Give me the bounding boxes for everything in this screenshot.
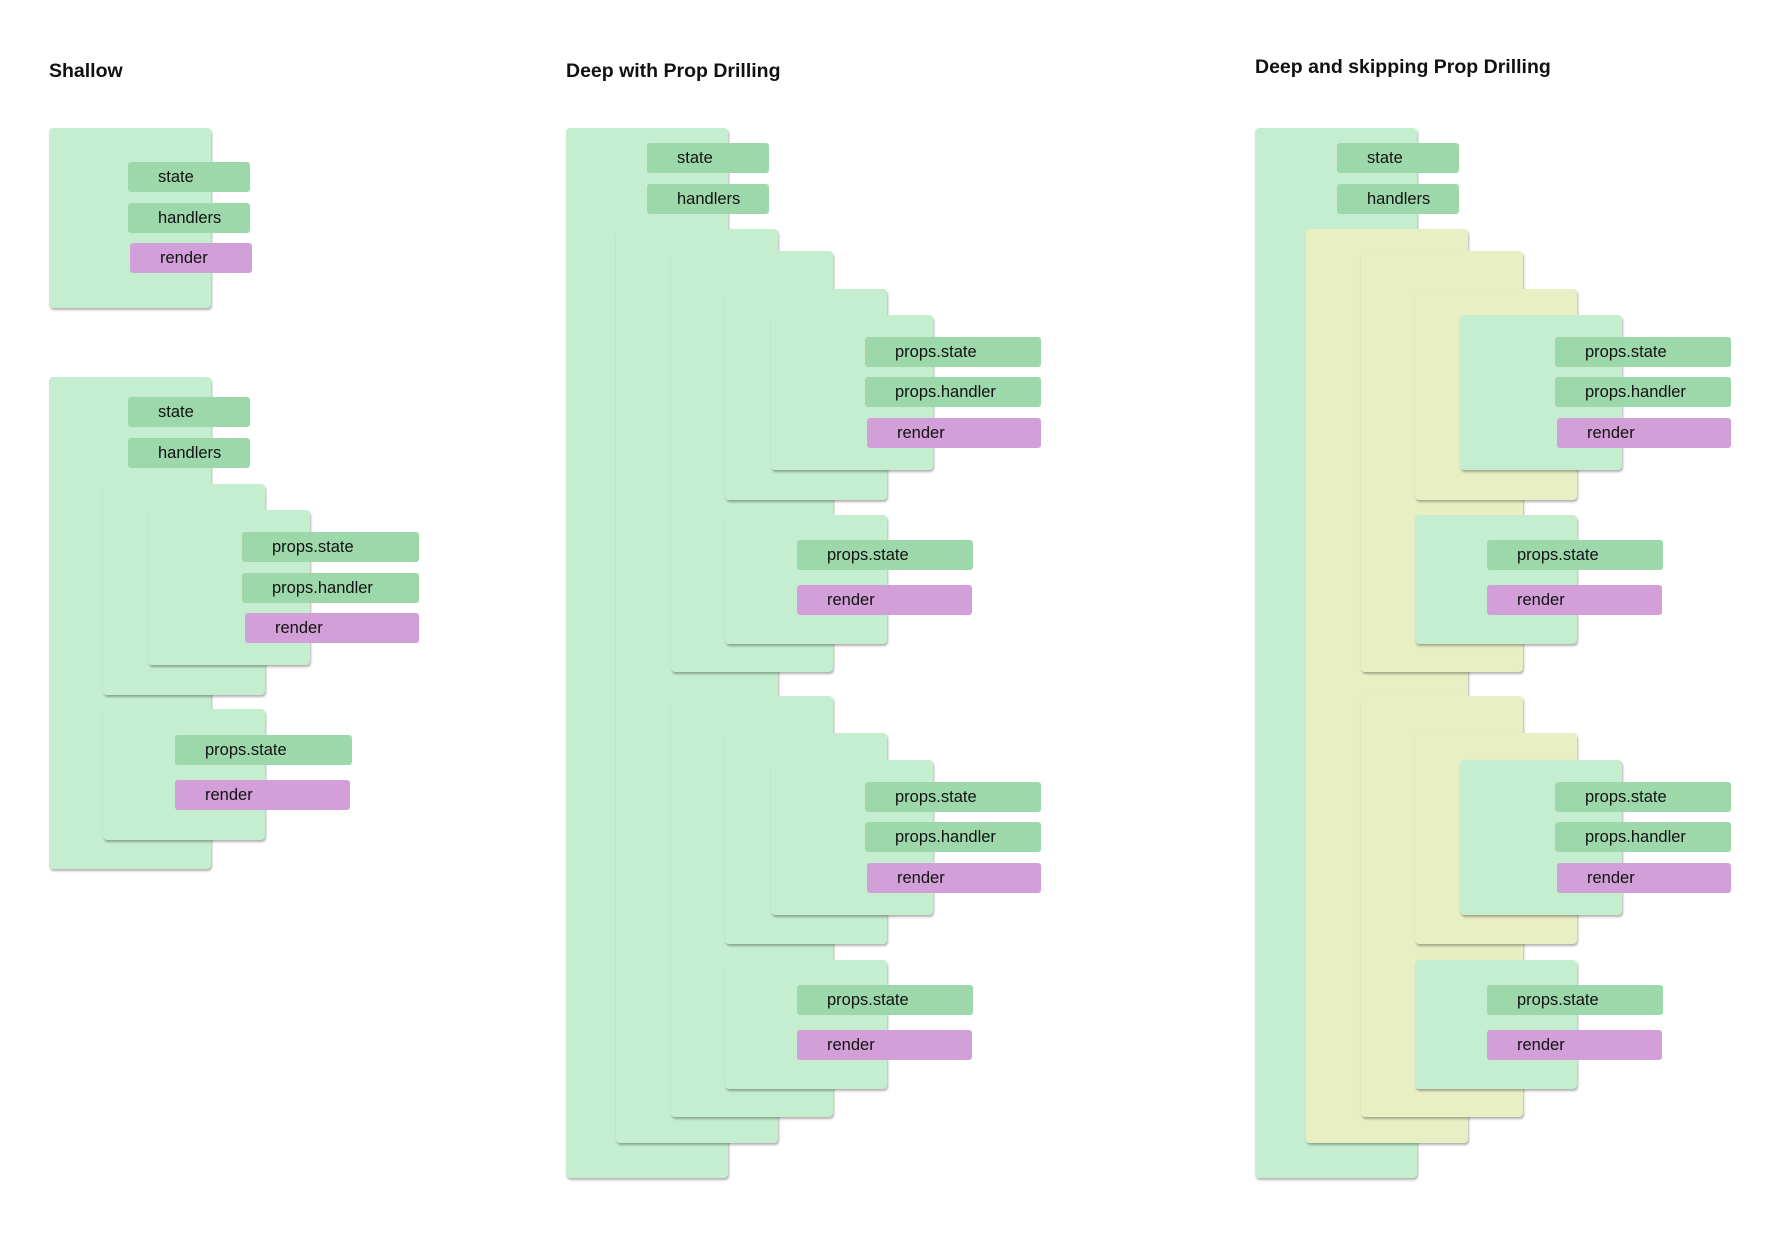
props-handler-tag: props.handler	[1555, 822, 1731, 852]
component-box	[103, 709, 265, 840]
props-handler-tag: props.handler	[242, 573, 419, 603]
component-box	[725, 515, 887, 644]
render-tag: render	[797, 1030, 972, 1060]
component-box	[1415, 960, 1577, 1089]
state-tag: state	[128, 397, 250, 427]
render-tag: render	[867, 418, 1041, 448]
props-state-tag: props.state	[242, 532, 419, 562]
props-handler-tag: props.handler	[1555, 377, 1731, 407]
state-tag: state	[647, 143, 769, 173]
props-state-tag: props.state	[1555, 337, 1731, 367]
props-state-tag: props.state	[865, 782, 1041, 812]
render-tag: render	[130, 243, 252, 273]
props-state-tag: props.state	[797, 540, 973, 570]
render-tag: render	[1487, 585, 1662, 615]
props-state-tag: props.state	[1555, 782, 1731, 812]
state-tag: state	[1337, 143, 1459, 173]
props-handler-tag: props.handler	[865, 822, 1041, 852]
render-tag: render	[245, 613, 419, 643]
props-state-tag: props.state	[175, 735, 352, 765]
handlers-tag: handlers	[128, 203, 250, 233]
handlers-tag: handlers	[128, 438, 250, 468]
props-state-tag: props.state	[1487, 540, 1663, 570]
state-tag: state	[128, 162, 250, 192]
skip-title: Deep and skipping Prop Drilling	[1255, 56, 1551, 78]
component-box	[725, 960, 887, 1089]
deep-title: Deep with Prop Drilling	[566, 60, 781, 82]
component-box	[1415, 515, 1577, 644]
render-tag: render	[797, 585, 972, 615]
render-tag: render	[175, 780, 350, 810]
render-tag: render	[867, 863, 1041, 893]
props-state-tag: props.state	[865, 337, 1041, 367]
shallow-title: Shallow	[49, 60, 123, 82]
props-handler-tag: props.handler	[865, 377, 1041, 407]
handlers-tag: handlers	[647, 184, 769, 214]
render-tag: render	[1557, 418, 1731, 448]
props-state-tag: props.state	[1487, 985, 1663, 1015]
render-tag: render	[1487, 1030, 1662, 1060]
render-tag: render	[1557, 863, 1731, 893]
props-state-tag: props.state	[797, 985, 973, 1015]
handlers-tag: handlers	[1337, 184, 1459, 214]
